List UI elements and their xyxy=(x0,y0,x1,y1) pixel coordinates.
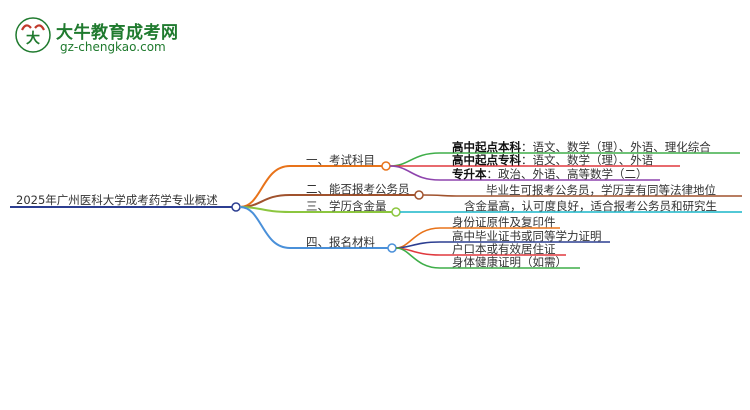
civil-service-detail[interactable]: 毕业生可报考公务员，学历享有同等法律地位 xyxy=(486,183,716,197)
subject-list: ：语文、数学（理）、外语、理化综合 xyxy=(521,140,711,154)
branch-degree-value[interactable]: 三、学历含金量 xyxy=(306,199,387,213)
subject-level-label: 高中起点本科 xyxy=(452,140,521,154)
subject-level-label: 高中起点专科 xyxy=(452,153,521,167)
branch-civil-service[interactable]: 二、能否报考公务员 xyxy=(306,182,410,196)
subject-level-label: 专升本 xyxy=(452,167,487,181)
bull-logo-icon: 大 xyxy=(15,17,51,53)
logo-url: gz-chengkao.com xyxy=(60,40,166,54)
material-diploma[interactable]: 高中毕业证书或同等学力证明 xyxy=(452,229,602,243)
degree-value-detail[interactable]: 含金量高，认可度良好，适合报考公务员和研究生 xyxy=(464,199,717,213)
branch-application-materials[interactable]: 四、报名材料 xyxy=(306,235,375,249)
branch-exam-subjects[interactable]: 一、考试科目 xyxy=(306,153,375,167)
subject-list: ：政治、外语、高等数学（二） xyxy=(486,167,648,181)
subject-high-school-to-associate[interactable]: 高中起点专科：语文、数学（理）、外语 xyxy=(452,153,653,167)
subject-list: ：语文、数学（理）、外语 xyxy=(521,153,654,167)
root-topic[interactable]: 2025年广州医科大学成考药学专业概述 xyxy=(16,193,218,207)
material-health-certificate[interactable]: 身体健康证明（如需） xyxy=(452,255,567,269)
site-logo[interactable]: 大 大牛教育成考网 gz-chengkao.com xyxy=(14,16,194,60)
subject-associate-to-bachelor[interactable]: 专升本：政治、外语、高等数学（二） xyxy=(452,167,648,181)
material-id-card[interactable]: 身份证原件及复印件 xyxy=(452,215,556,229)
subject-high-school-to-bachelor[interactable]: 高中起点本科：语文、数学（理）、外语、理化综合 xyxy=(452,140,711,154)
logo-title: 大牛教育成考网 xyxy=(56,23,179,43)
material-household-register[interactable]: 户口本或有效居住证 xyxy=(452,242,556,256)
svg-text:大: 大 xyxy=(26,30,40,47)
